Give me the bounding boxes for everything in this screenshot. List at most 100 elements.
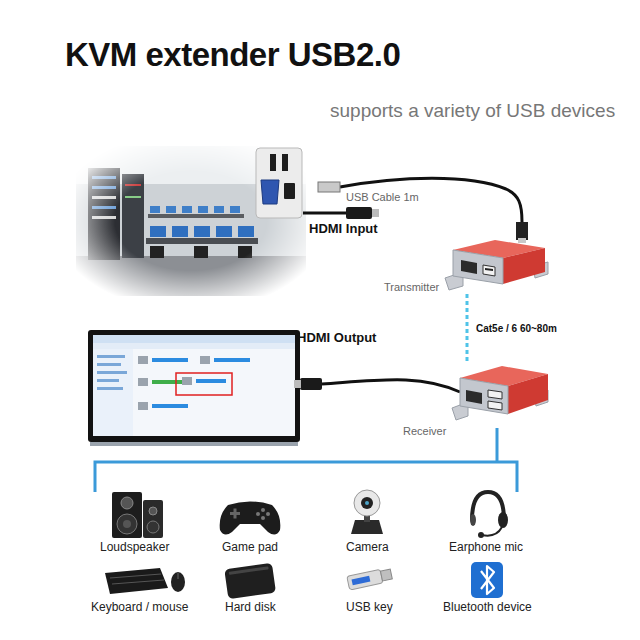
device-label: Hard disk: [225, 601, 276, 615]
usb-bus-bracket: [496, 428, 499, 462]
receiver-unit: [452, 366, 548, 420]
hard-disk-icon: [229, 566, 269, 575]
monitor: [138, 402, 148, 410]
monitor: [97, 371, 127, 374]
monitor: [93, 335, 295, 343]
gamepad-icon: [220, 502, 281, 535]
server-room-photo: [146, 238, 258, 244]
usb-cable: [518, 238, 526, 243]
webcam-icon: [351, 520, 383, 534]
server-room-photo: [216, 226, 232, 237]
webcam-icon: [365, 501, 369, 505]
loudspeaker-icon: [112, 492, 163, 538]
loudspeaker-icon: [117, 514, 137, 534]
unit-label: Receiver: [403, 425, 446, 438]
gamepad-icon: [261, 508, 265, 512]
webcam-icon: [361, 497, 373, 509]
hdmi-cable: [322, 380, 460, 392]
server-room-photo: [122, 174, 144, 258]
hdmi-cable: [346, 207, 372, 219]
monitor: [97, 355, 125, 358]
monitor: [88, 330, 300, 442]
usb-key-icon: [347, 567, 393, 590]
monitor: [138, 356, 148, 364]
monitor: [90, 442, 298, 446]
device-label: Camera: [346, 541, 389, 555]
gamepad-icon: [266, 512, 270, 516]
device-label: Bluetooth device: [443, 601, 532, 615]
server-room-photo: [194, 246, 208, 258]
transmitter-unit: [453, 250, 503, 284]
cable-label: USB Cable 1m: [346, 191, 419, 204]
usb-bus-bracket: [95, 428, 517, 492]
device-label: USB key: [346, 601, 393, 615]
server-room-photo: [214, 206, 224, 213]
monitor: [152, 358, 188, 362]
headset-icon: [478, 532, 484, 538]
headset-icon: [470, 492, 508, 538]
loudspeaker-icon: [149, 507, 157, 515]
usb-cable: [516, 222, 528, 240]
keyboard-mouse-icon: [105, 568, 168, 594]
hdmi-cable: [303, 212, 348, 215]
monitor: [214, 358, 250, 362]
server-room-photo: [92, 216, 116, 219]
gamepad-icon: [234, 509, 237, 519]
server-room-photo: [125, 196, 141, 198]
server-room-photo: [92, 206, 116, 209]
extender-unit: Transmitter: [384, 238, 548, 294]
extender-unit: Receiver: [403, 364, 548, 438]
monitor: [152, 404, 188, 408]
gamepad-icon: [256, 512, 260, 516]
hdmi-cable: [372, 209, 379, 217]
usb-key-icon: [380, 569, 392, 581]
receiver-unit: [488, 401, 502, 410]
monitor: [196, 379, 226, 383]
keyboard-mouse-icon: [178, 573, 179, 579]
gamepad-icon: [220, 502, 281, 535]
transmitter-unit: [485, 268, 493, 271]
receiver-unit: [508, 374, 548, 414]
transmitter-unit: [503, 248, 545, 284]
keyboard-mouse-icon: [105, 568, 185, 594]
loudspeaker-icon: [147, 521, 159, 533]
server-room-photo: [238, 226, 254, 237]
device-label: Loudspeaker: [100, 541, 169, 555]
wall-plate: [261, 180, 279, 204]
port-label: HDMI Output: [297, 331, 376, 346]
usb-cable: [318, 182, 340, 192]
monitor: [182, 377, 192, 385]
keyboard-mouse-icon: [171, 572, 185, 592]
transmitter-unit: [461, 260, 477, 274]
server-room-photo: [150, 226, 166, 237]
bluetooth-icon: [471, 562, 503, 598]
server-room-photo: [230, 206, 240, 213]
server-room-photo: [92, 186, 116, 189]
monitor: [138, 378, 148, 386]
monitor: [97, 387, 123, 390]
cable-label: Cat5e / 6 60~80m: [474, 322, 559, 336]
monitor: [97, 379, 119, 382]
server-room-photo: [76, 256, 306, 296]
hard-disk-icon: [224, 563, 276, 599]
port-label: HDMI Input: [309, 222, 378, 237]
server-room-photo: [148, 214, 244, 218]
server-room-photo: [88, 168, 120, 260]
server-room-photo: [172, 226, 188, 237]
server-room-photo: [166, 206, 176, 213]
webcam-icon: [351, 490, 383, 534]
transmitter-unit: [483, 265, 495, 276]
server-room-photo: [182, 206, 192, 213]
hard-disk-icon: [224, 563, 276, 599]
monitor: [93, 343, 295, 349]
wall-plate: [282, 154, 288, 171]
wall-plate: [256, 148, 302, 218]
server-room-photo: [76, 146, 306, 296]
monitor: [97, 363, 121, 366]
loudspeaker-icon: [121, 497, 133, 509]
headset-icon: [482, 527, 502, 536]
loudspeaker-icon: [112, 492, 142, 538]
usb-key-icon: [352, 576, 371, 586]
